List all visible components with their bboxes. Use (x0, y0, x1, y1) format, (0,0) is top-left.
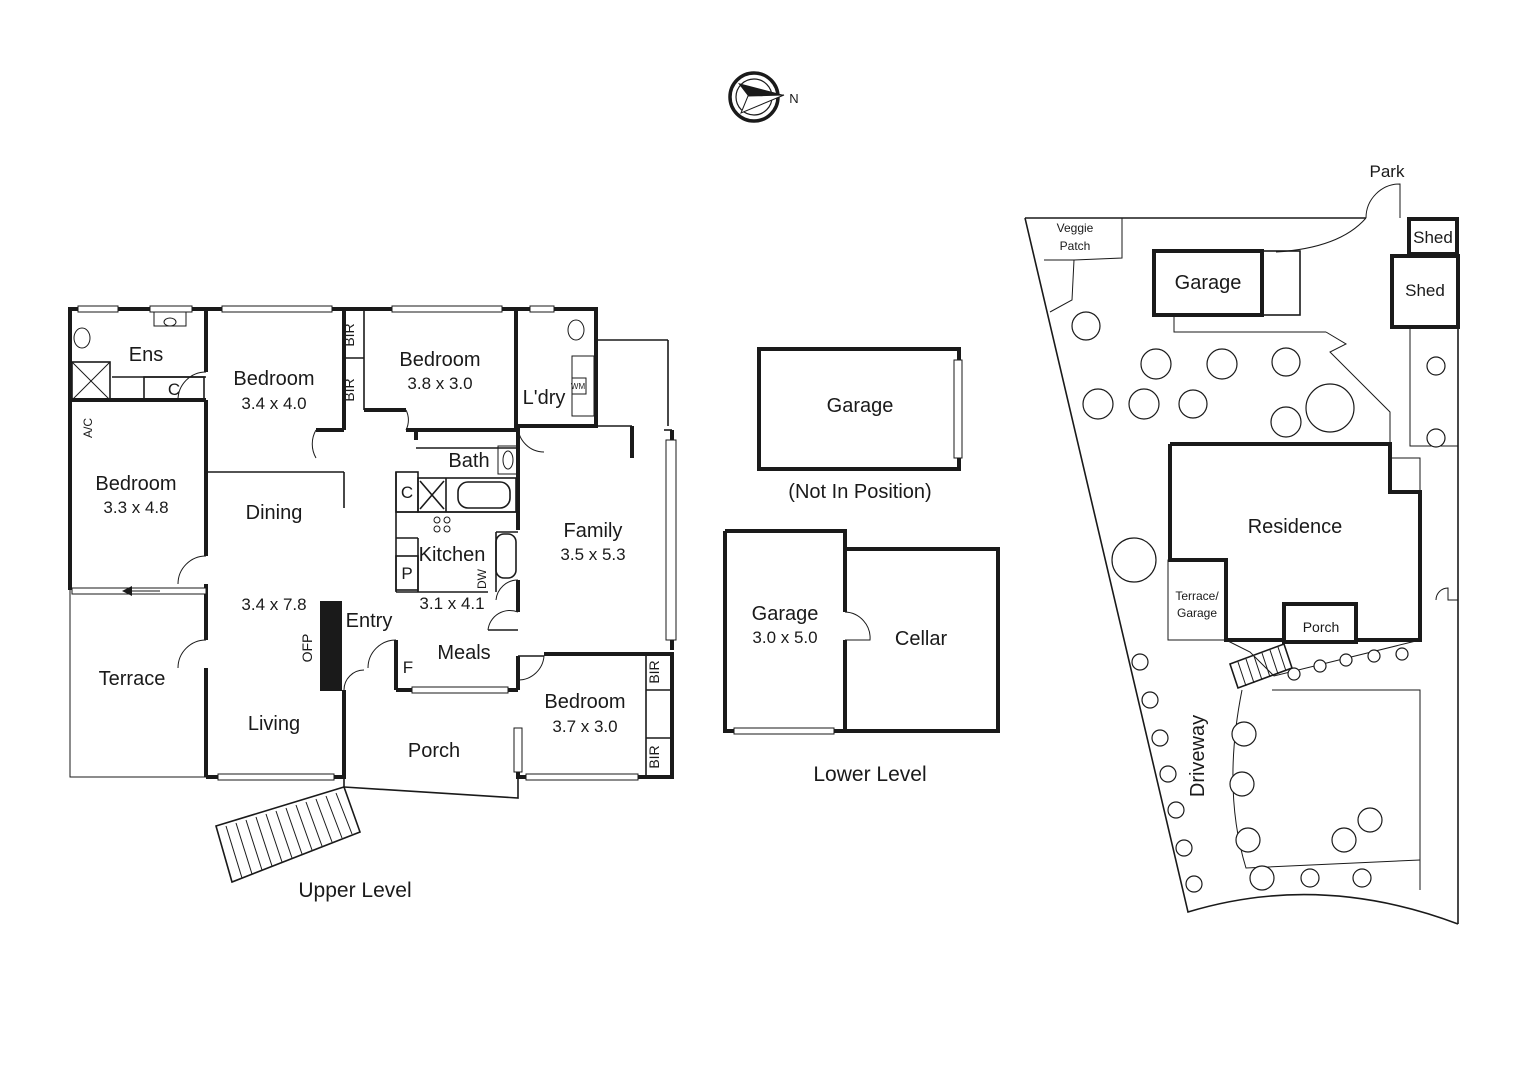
room-label-porch: Porch (408, 740, 460, 762)
room-dim-bedroom-nw: 3.4 x 4.0 (241, 394, 306, 413)
ac-label: A/C (81, 418, 95, 438)
room-label-bedroom-n: Bedroom (399, 349, 480, 371)
not-in-position-note: (Not In Position) (788, 481, 931, 503)
site-porch-label: Porch (1303, 619, 1340, 635)
bir-label-4: BIR (646, 745, 662, 768)
room-dim-bedroom-s: 3.7 x 3.0 (552, 717, 617, 736)
room-label-dining: Dining (246, 502, 303, 524)
upper-level-title: Upper Level (298, 879, 411, 902)
room-dim-living: 3.4 x 7.8 (241, 595, 306, 614)
park-label: Park (1370, 162, 1405, 181)
lower-level-plan (723, 347, 1000, 735)
room-label-bedroom-s: Bedroom (544, 691, 625, 713)
room-label-living: Living (248, 713, 300, 735)
room-dim-kitchen: 3.1 x 4.1 (419, 594, 484, 613)
room-label-family: Family (564, 520, 623, 542)
upper-level-plan (68, 305, 677, 884)
lower-garage-label: Garage (752, 603, 819, 625)
room-label-bath: Bath (448, 450, 489, 472)
driveway-label: Driveway (1187, 715, 1209, 797)
terrace-garage-label-1: Terrace/ (1175, 589, 1219, 603)
compass-north-label: N (789, 91, 798, 106)
site-plan (1024, 183, 1460, 925)
room-dim-family: 3.5 x 5.3 (560, 545, 625, 564)
room-label-laundry: L'dry (523, 387, 566, 409)
room-label-meals: Meals (437, 642, 490, 664)
ens-cupboard-label: C (168, 380, 180, 399)
room-dim-bedroom-n: 3.8 x 3.0 (407, 374, 472, 393)
veggie-patch-label-2: Patch (1060, 239, 1091, 253)
dishwasher-label: DW (475, 568, 489, 589)
pantry-label: P (401, 564, 412, 583)
tree-icons (1071, 311, 1446, 893)
fridge-label: F (403, 658, 413, 677)
fireplace-label: OFP (299, 634, 315, 663)
room-label-bedroom-w: Bedroom (95, 473, 176, 495)
room-label-ens: Ens (129, 344, 163, 366)
lower-garage-np-label: Garage (827, 395, 894, 417)
cellar-label: Cellar (895, 628, 948, 650)
shed-label-1: Shed (1413, 228, 1453, 247)
lower-level-title: Lower Level (813, 763, 926, 786)
terrace-garage-label-2: Garage (1177, 606, 1217, 620)
compass-icon (728, 71, 785, 123)
bir-label-2: BIR (341, 378, 357, 401)
room-label-terrace: Terrace (99, 668, 166, 690)
residence-label: Residence (1248, 516, 1343, 538)
room-label-kitchen: Kitchen (419, 544, 486, 566)
bath-cupboard-label: C (401, 483, 413, 502)
shed-label-2: Shed (1405, 281, 1445, 300)
fireplace (320, 601, 342, 691)
bir-label-3: BIR (646, 660, 662, 683)
veggie-patch-label-1: Veggie (1057, 221, 1094, 235)
site-garage-label: Garage (1175, 272, 1242, 294)
bir-label-1: BIR (341, 323, 357, 346)
lower-garage-dim: 3.0 x 5.0 (752, 628, 817, 647)
room-label-entry: Entry (346, 610, 393, 632)
washing-machine-label: WM (571, 382, 586, 391)
room-dim-bedroom-w: 3.3 x 4.8 (103, 498, 168, 517)
room-label-bedroom-nw: Bedroom (233, 368, 314, 390)
